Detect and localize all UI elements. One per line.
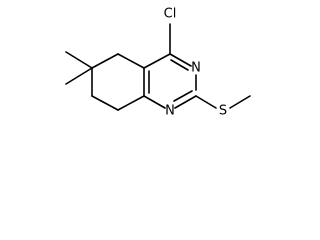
- bond-c6-methyl-a: [65, 51, 93, 69]
- bond-c2-s: [195, 95, 217, 109]
- chemical-structure-diagram: Cl N N S: [65, 7, 251, 119]
- bond-c6-methyl-b: [65, 67, 93, 85]
- atom-chlorine-label: Cl: [164, 7, 177, 22]
- bond-c2-n1-double: [173, 90, 193, 102]
- bond-n1-c8a: [143, 95, 166, 109]
- bond-c5-c6: [91, 53, 119, 69]
- bond-c8-c8a: [117, 95, 145, 111]
- atom-n1-label: N: [165, 104, 175, 119]
- bond-c4-n3-double: [170, 59, 189, 71]
- bond-c4a-c4: [143, 53, 171, 69]
- atom-n3-label: N: [191, 61, 201, 76]
- bond-c4-n3: [169, 53, 192, 67]
- bond-c4a-c5: [117, 53, 145, 69]
- bond-s-methyl: [229, 95, 251, 109]
- atom-sulfur-label: S: [219, 104, 227, 119]
- bond-c7-c8: [91, 95, 119, 111]
- bond-c2-n1: [174, 95, 197, 109]
